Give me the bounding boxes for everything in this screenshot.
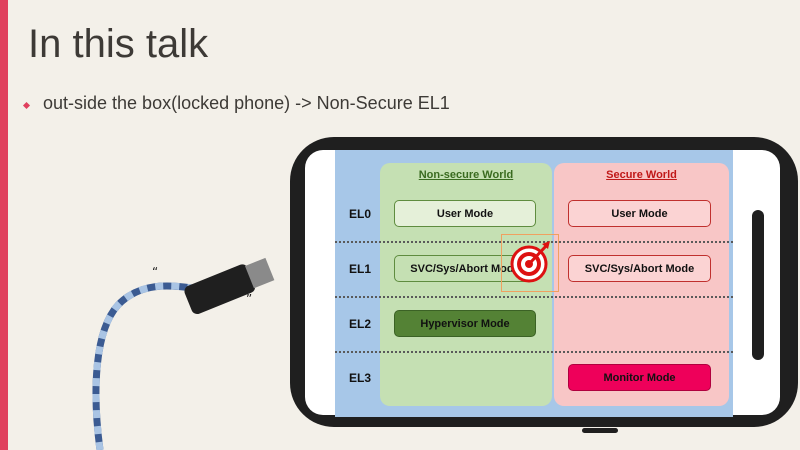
- ns-user-mode-box: User Mode: [394, 200, 536, 227]
- level-label-el3: EL3: [348, 371, 371, 385]
- level-divider: [335, 351, 733, 353]
- level-divider: [335, 296, 733, 298]
- svg-text:”: ”: [246, 292, 252, 306]
- accent-bar: [0, 0, 8, 450]
- phone-bottom-button: [582, 428, 618, 433]
- level-label-el0: EL0: [348, 207, 371, 221]
- bullet-text: out-side the box(locked phone) -> Non-Se…: [43, 93, 450, 113]
- s-user-mode-box: User Mode: [568, 200, 711, 227]
- secure-world-title: Secure World: [606, 169, 677, 181]
- phone-side-button: [752, 210, 764, 360]
- level-label-el2: EL2: [348, 317, 371, 331]
- level-label-el1: EL1: [348, 262, 371, 276]
- s-monitor-mode-box: Monitor Mode: [568, 364, 711, 391]
- svg-text:“: “: [152, 265, 158, 279]
- non-secure-world-title: Non-secure World: [418, 169, 514, 181]
- ns-hypervisor-mode-box: Hypervisor Mode: [394, 310, 536, 337]
- target-icon: [501, 234, 559, 292]
- s-svc-mode-box: SVC/Sys/Abort Mode: [568, 255, 711, 282]
- slide-title: In this talk: [28, 22, 209, 66]
- level-divider: [335, 241, 733, 243]
- bullet-item: out-side the box(locked phone) -> Non-Se…: [22, 93, 450, 114]
